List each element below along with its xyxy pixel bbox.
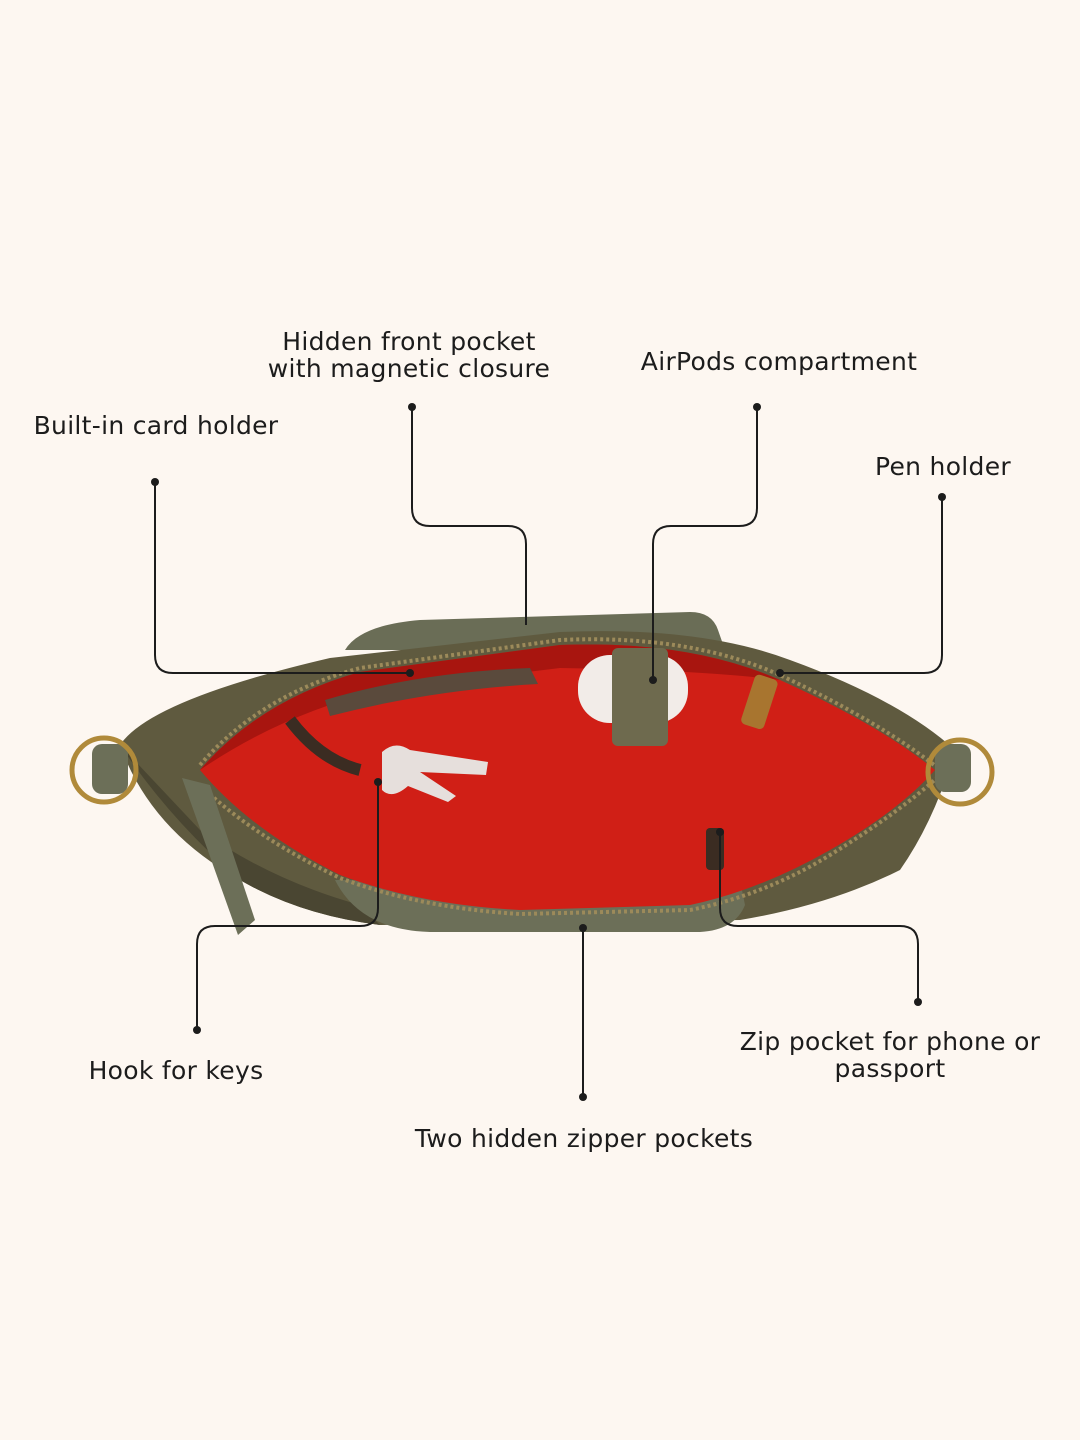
dot-zipper-pockets-end [579,1093,587,1101]
side-loop-right [935,744,971,792]
callout-front-pocket-line-1: Hidden front pocket [282,327,536,356]
pen [741,674,778,730]
card-holder-slot [325,668,538,716]
callout-zipper-pockets: Two hidden zipper pockets [390,1125,778,1152]
side-loop-left [92,744,128,794]
dot-card-holder-end [151,478,159,486]
callout-airpods-line: AirPods compartment [640,347,918,376]
dot-zipper-pockets [579,924,587,932]
zipper-tassel [182,778,255,935]
leader-zip-pocket [719,832,919,1002]
dot-front-pocket-end [408,403,416,411]
key-hook-strap [285,716,362,776]
dot-airpods-end [753,403,761,411]
callout-pen-holder-line: Pen holder [875,452,1011,481]
callout-front-pocket: Hidden front pocket with magnetic closur… [250,328,568,382]
callout-front-pocket-line-2: with magnetic closure [267,354,551,383]
ring-right [925,737,995,807]
leader-airpods [652,407,758,680]
ring-left [69,735,139,805]
leader-front-pocket [411,407,527,625]
callout-zip-pocket: Zip pocket for phone or passport [722,1028,1058,1082]
dot-airpods [649,676,657,684]
bag-lining-shadow [200,644,780,770]
zipper-top [198,637,940,770]
dot-key-hook-end [193,1026,201,1034]
callout-zip-pocket-line-1: Zip pocket for phone or [739,1027,1041,1056]
callout-key-hook: Hook for keys [80,1057,272,1084]
dot-card-holder [406,669,414,677]
callout-key-hook-line: Hook for keys [88,1056,264,1085]
dot-zip-pocket [716,828,724,836]
keys [382,745,488,802]
dot-key-hook [374,778,382,786]
callout-airpods: AirPods compartment [620,348,938,375]
callout-pen-holder: Pen holder [858,453,1028,480]
callout-card-holder-line: Built-in card holder [33,411,279,440]
callout-zipper-pockets-line: Two hidden zipper pockets [414,1124,754,1153]
zipper-bottom [203,773,942,917]
leader-card-holder [154,482,410,674]
airpods-strap [612,648,668,746]
dot-pen-holder-end [938,493,946,501]
bag-suede-shade [120,745,380,925]
dot-pen-holder [776,669,784,677]
callout-zip-pocket-line-2: passport [834,1054,946,1083]
dot-zip-pocket-end [914,998,922,1006]
callout-card-holder: Built-in card holder [30,412,282,439]
leader-pen-holder [780,497,943,674]
leader-key-hook [196,782,379,1030]
